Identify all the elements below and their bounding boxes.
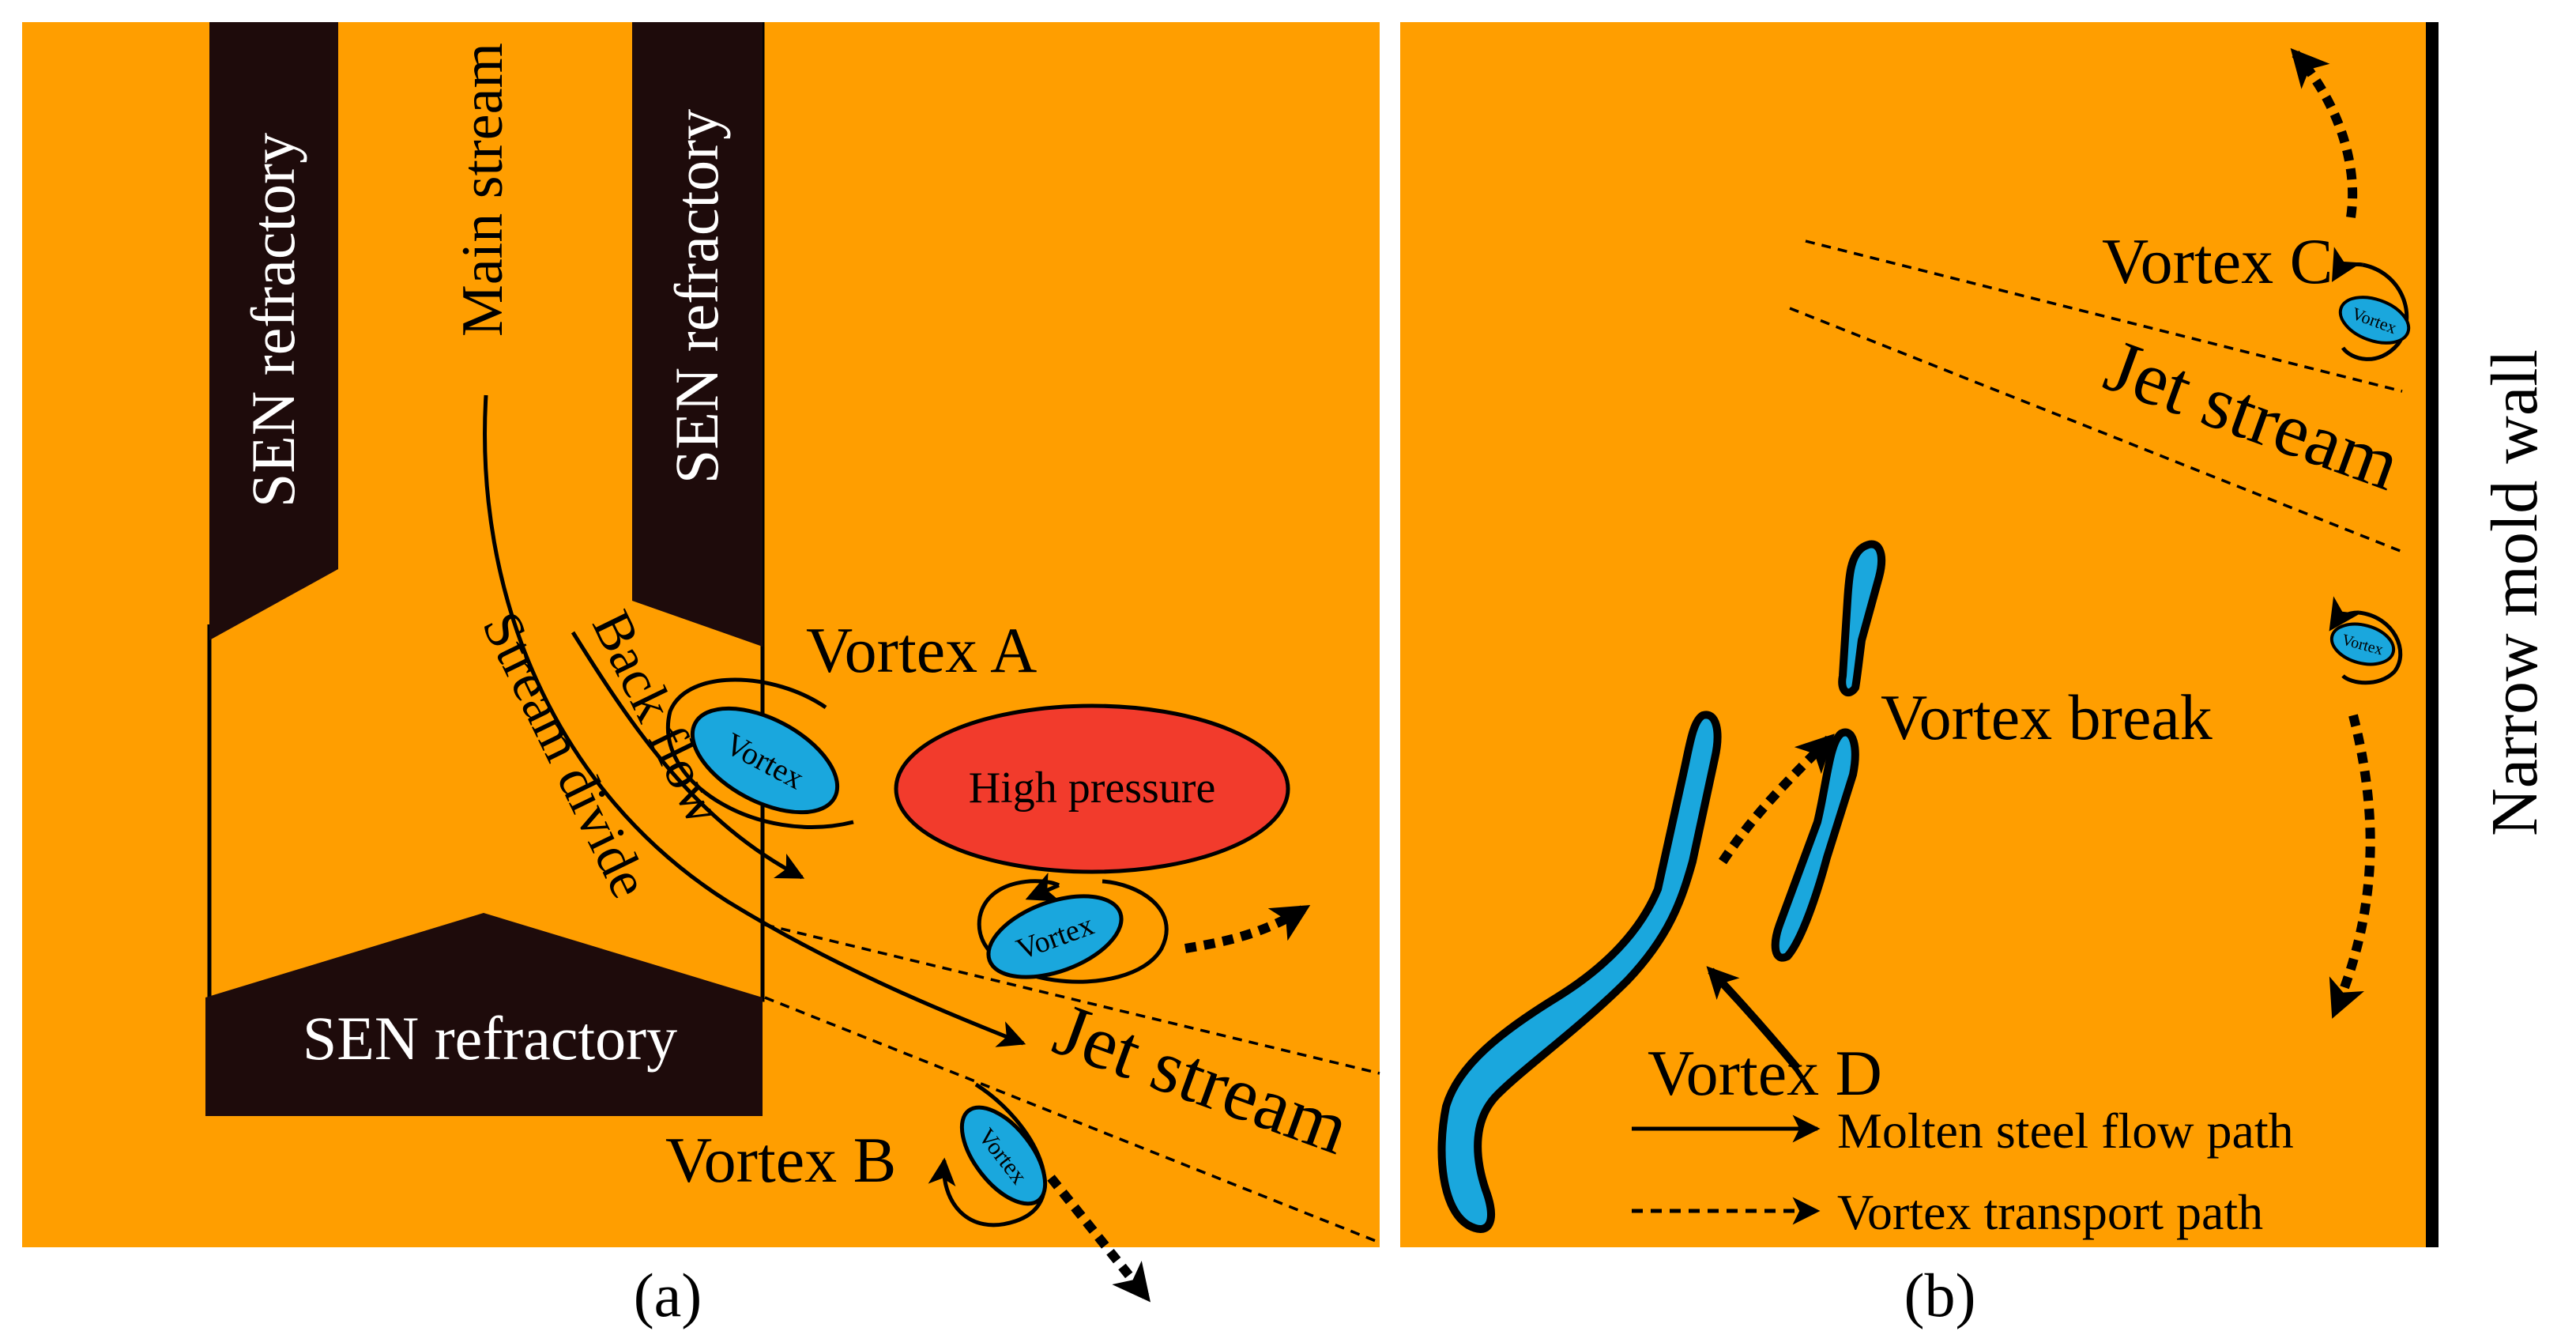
high-pressure-label: High pressure (969, 764, 1216, 813)
vortex-b-transport-arrow (1047, 1175, 1151, 1303)
legend-dashed-label: Vortex transport path (1837, 1184, 2263, 1240)
vortex-small-rotation-arrow (2329, 596, 2360, 632)
vortex-b-circulation-loop (928, 1082, 1047, 1228)
vortex-break-filament-middle (1771, 728, 1859, 962)
vortex-c-transport-arrow (2290, 47, 2358, 218)
sen-refractory-left-label: SEN refractory (239, 133, 307, 507)
vortex-small-blob: Vortex (2329, 622, 2396, 666)
vortex-c-rotation-arrow (2331, 247, 2363, 282)
jet-stream-b-lower-boundary (1789, 307, 2407, 555)
panel-a: SEN refractory SEN refractory SEN refrac… (22, 22, 1380, 1329)
vortex-b-label: Vortex B (665, 1124, 896, 1196)
jet-stream-b-upper-boundary (1805, 239, 2403, 393)
sen-refractory-left-block (209, 22, 338, 640)
vortex-mid-circulation-loop (977, 879, 1169, 984)
vortex-c-blob: Vortex (2338, 296, 2411, 345)
sen-refractory-bottom-block (205, 913, 763, 1116)
narrow-mold-wall (2426, 22, 2439, 1247)
vortex-d-body (1437, 711, 1722, 1233)
vortex-break-transport-arrow (1719, 733, 1835, 865)
sen-refractory-bottom-label: SEN refractory (303, 1004, 677, 1073)
vortex-mid-rotation-arrow (1025, 873, 1061, 902)
jet-stream-upper-boundary (764, 923, 1380, 1075)
vortex-break-label: Vortex break (1881, 681, 2213, 753)
panel-b-caption: (b) (1904, 1261, 1976, 1329)
panel-a-caption: (a) (634, 1261, 702, 1329)
sen-refractory-right-label: SEN refractory (662, 109, 731, 484)
vortex-small-circulation-loop (2341, 610, 2403, 685)
vortex-a-circulation-loop (666, 677, 854, 829)
vortex-mid-transport-arrow (1184, 904, 1311, 953)
legend: Molten steel flow path Vortex transport … (1632, 1103, 2294, 1240)
high-pressure-zone (894, 703, 1290, 874)
legend-solid-label: Molten steel flow path (1837, 1103, 2294, 1159)
vortex-d-pointer-arrow (1706, 966, 1801, 1072)
vortex-a-label: Vortex A (806, 614, 1037, 686)
vortex-mid-blob: Vortex (986, 894, 1124, 979)
panel-b-background (1400, 22, 2435, 1247)
vortex-break-filament-top (1838, 540, 1886, 697)
vortex-a-blob: Vortex (690, 706, 840, 815)
vortex-c-label: Vortex C (2102, 225, 2333, 297)
sen-refractory-right-block (632, 22, 763, 647)
main-stream-label: Main stream (450, 43, 515, 337)
vortex-small-transport-arrow (2329, 714, 2375, 1019)
vortex-b-blob: Vortex (959, 1105, 1048, 1206)
jet-stream-lower-boundary (764, 996, 1380, 1244)
panel-b: Narrow mold wall Jet stream Vortex C Vor… (1400, 22, 2552, 1329)
narrow-mold-wall-label: Narrow mold wall (2478, 349, 2552, 836)
back-flow-path (571, 631, 805, 880)
main-stream-flow-path (483, 394, 1026, 1047)
vortex-d-label: Vortex D (1648, 1037, 1882, 1109)
